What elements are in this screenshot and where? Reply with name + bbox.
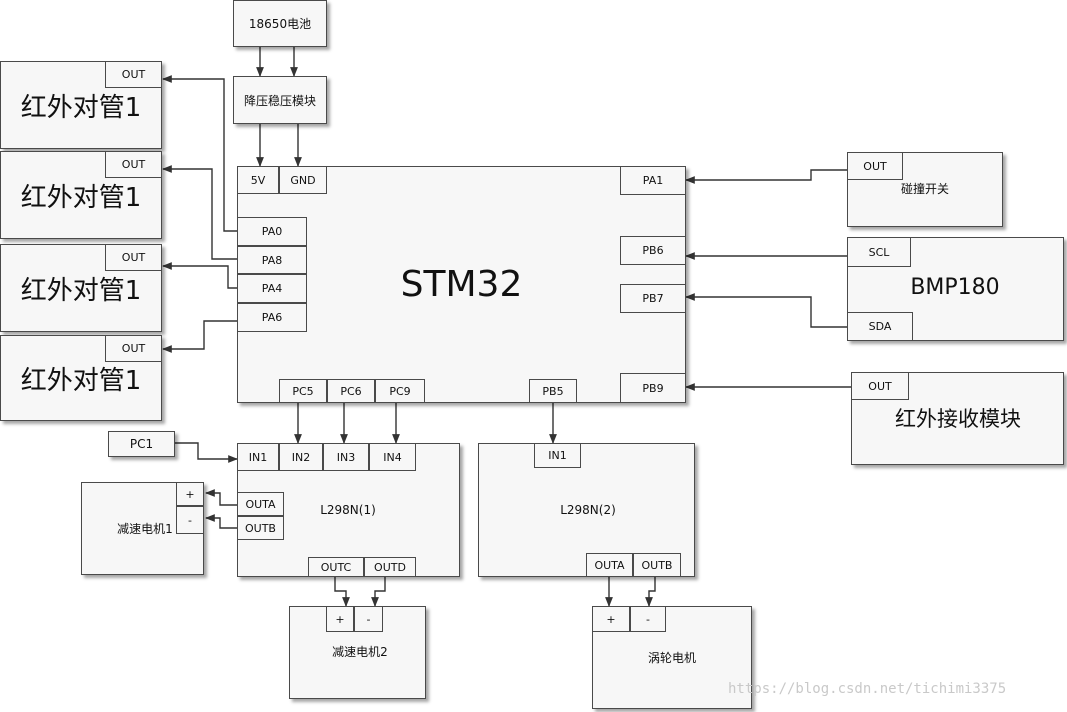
ir-sensor-4-label: 红外对管1 — [20, 365, 142, 396]
driver1-outc: OUTC — [308, 557, 364, 577]
ir-sensor-2-label: 红外对管1 — [20, 182, 142, 213]
bmp180-label: BMP180 — [910, 274, 1000, 300]
motor2-label: 减速电机2 — [332, 644, 388, 659]
pc1-block — [108, 431, 175, 457]
driver2-in1: IN1 — [534, 443, 581, 468]
wire-outa-motor1 — [205, 489, 237, 506]
driver1-in3: IN3 — [323, 443, 369, 471]
driver1-outb: OUTB — [237, 516, 284, 540]
battery-block — [233, 0, 327, 47]
regulator-block — [233, 76, 327, 124]
wire-outb-turbine — [645, 577, 656, 607]
ir-sensor-2-out: OUT — [105, 151, 162, 178]
wire-pa6-ir4 — [162, 320, 237, 353]
bmp180-scl: SCL — [847, 237, 911, 267]
mcu-label: STM32 — [400, 263, 523, 305]
driver1-label: L298N(1) — [320, 503, 376, 517]
mcu-block — [237, 166, 686, 403]
mcu-pin-pa8: PA8 — [237, 246, 307, 274]
regulator-label: 降压稳压模块 — [243, 93, 316, 108]
turbine-minus: - — [630, 606, 666, 632]
pc1-label: PC1 — [129, 437, 154, 451]
mcu-pin-pc5: PC5 — [279, 379, 327, 403]
ir-receiver-label: 红外接收模块 — [895, 407, 1021, 431]
driver2-label: L298N(2) — [560, 503, 616, 517]
wire-switch-pa1 — [685, 169, 847, 184]
mcu-pin-pc6: PC6 — [327, 379, 375, 403]
motor1-plus: + — [176, 482, 204, 506]
driver2-outa: OUTA — [586, 553, 633, 577]
mcu-pin-pc9: PC9 — [375, 379, 425, 403]
mcu-pin-pa6: PA6 — [237, 303, 307, 332]
ir-receiver-out: OUT — [851, 372, 909, 400]
wire-outd-motor2 — [371, 577, 386, 607]
driver1-in2: IN2 — [279, 443, 323, 471]
wire-pa0-ir1 — [162, 75, 237, 232]
watermark: https://blog.csdn.net/tichimi3375 — [728, 681, 1007, 697]
motor2-minus: - — [354, 606, 383, 632]
bmp180-sda: SDA — [847, 312, 913, 341]
mcu-pin-pb7: PB7 — [620, 284, 686, 313]
wire-outb-motor1 — [205, 514, 237, 529]
ir-sensor-3-label: 红外对管1 — [20, 275, 142, 306]
mcu-pin-pb9: PB9 — [620, 373, 686, 403]
wire-outc-motor2 — [334, 577, 350, 607]
driver1-outa: OUTA — [237, 492, 284, 516]
mcu-pin-pa4: PA4 — [237, 274, 307, 303]
motor1-minus: - — [176, 506, 204, 534]
driver1-in4: IN4 — [369, 443, 416, 471]
mcu-pin-pb6: PB6 — [620, 236, 686, 265]
wire-pc1-in1 — [175, 442, 238, 463]
turbine-plus: + — [592, 606, 630, 632]
wire-pa8-ir2 — [162, 165, 237, 260]
ir-sensor-3-out: OUT — [105, 244, 162, 271]
wire-pa4-ir3 — [162, 262, 237, 289]
mcu-pin-5v: 5V — [237, 166, 279, 194]
mcu-pin-gnd: GND — [279, 166, 327, 194]
driver1-outd: OUTD — [364, 557, 416, 577]
mcu-pin-pb5: PB5 — [529, 379, 577, 403]
driver1-in1: IN1 — [237, 443, 279, 471]
ir-sensor-1-label: 红外对管1 — [20, 92, 142, 123]
motor1-label: 减速电机1 — [117, 521, 173, 536]
collision-switch-out: OUT — [847, 152, 903, 180]
mcu-pin-pa1: PA1 — [620, 166, 686, 195]
motor2-plus: + — [326, 606, 354, 632]
collision-switch-label: 碰撞开关 — [900, 181, 949, 196]
battery-label: 18650电池 — [248, 17, 312, 31]
ir-sensor-1-out: OUT — [105, 61, 162, 88]
turbine-label: 涡轮电机 — [647, 650, 696, 665]
ir-sensor-4-out: OUT — [105, 335, 162, 362]
wire-sda-pb7 — [685, 293, 847, 328]
driver2-outb: OUTB — [633, 553, 681, 577]
mcu-pin-pa0: PA0 — [237, 217, 307, 246]
